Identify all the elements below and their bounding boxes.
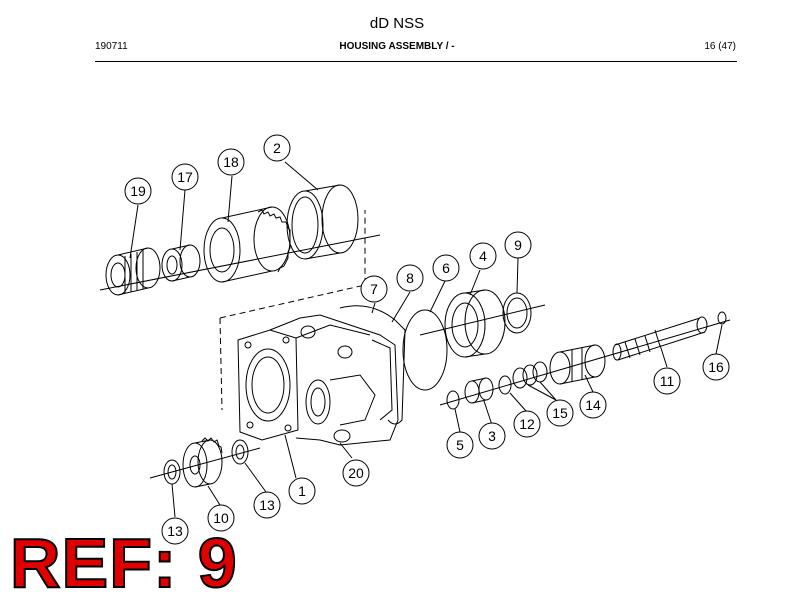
callout-label: 9 (514, 237, 522, 253)
small-ring-part (498, 375, 512, 395)
leader-lines (129, 161, 723, 518)
page-title: dD NSS (369, 15, 425, 32)
callout-label: 19 (130, 183, 146, 199)
callout-11 (653, 367, 681, 395)
section-title: HOUSING ASSEMBLY / - (339, 41, 455, 52)
housing-body-part (237, 314, 399, 446)
callout-label: 6 (442, 260, 450, 276)
o-ring-part (402, 309, 448, 391)
callout-label: 17 (177, 169, 193, 185)
washer-part (446, 390, 460, 410)
axis-line-top (99, 234, 381, 291)
callout-label: 13 (259, 497, 275, 513)
callout-2 (263, 134, 291, 162)
axis-line-right (419, 304, 546, 336)
callout-6 (432, 254, 460, 282)
callout-label: 15 (552, 405, 568, 421)
sleeve-part (549, 344, 606, 385)
callout-19 (124, 177, 152, 205)
callout-16 (702, 353, 730, 381)
callout-13b (253, 491, 281, 519)
callout-14 (579, 391, 607, 419)
callout-label: 10 (213, 510, 229, 526)
spacer-sleeve-part (161, 244, 201, 282)
ring-15c-part (532, 361, 548, 383)
callout-label: 3 (488, 428, 496, 444)
ref-label: REF: 9 (9, 524, 238, 602)
header-rule (95, 61, 737, 62)
callout-label: 5 (456, 437, 464, 453)
guide-line-left (219, 317, 223, 411)
pin-part (717, 311, 727, 325)
callout-1 (288, 477, 316, 505)
shaft-part (612, 316, 708, 361)
bearing-housing-part (444, 289, 506, 358)
callout-labels: 1 2 3 4 5 6 7 8 9 10 11 12 13 13 14 15 1… (130, 140, 724, 539)
page-number: 16 (47) (704, 41, 736, 52)
gasket-part (339, 305, 406, 425)
callout-9 (504, 231, 532, 259)
callout-12 (513, 410, 541, 438)
callout-8 (396, 264, 424, 292)
ring-part (286, 184, 359, 260)
callout-label: 14 (585, 397, 601, 413)
needle-bearing-part (105, 247, 161, 296)
callout-13a (161, 517, 189, 545)
callout-label: 8 (406, 270, 414, 286)
callout-label: 4 (479, 248, 487, 264)
ring-15b-part (522, 364, 538, 386)
callout-label: 7 (370, 281, 378, 297)
callout-18 (217, 148, 245, 176)
callout-5 (446, 431, 474, 459)
callout-4 (469, 242, 497, 270)
callout-circles (124, 134, 730, 545)
washer-13b-part (231, 439, 249, 465)
callout-15 (546, 399, 574, 427)
callout-label: 16 (708, 359, 724, 375)
callout-label: 13 (167, 523, 183, 539)
gear-part (182, 437, 223, 488)
callout-label: 1 (298, 483, 306, 499)
splined-coupling-part (203, 206, 291, 283)
callout-label: 2 (273, 140, 281, 156)
callout-label: 20 (348, 465, 364, 481)
callout-label: 18 (223, 154, 239, 170)
ring-15a-part (512, 367, 528, 389)
callout-label: 11 (660, 373, 675, 389)
callout-10 (207, 504, 235, 532)
callout-7 (360, 275, 388, 303)
callout-20 (342, 459, 370, 487)
seal-bushing-part (464, 377, 494, 404)
callout-3 (478, 422, 506, 450)
callout-label: 12 (519, 416, 535, 432)
callout-17 (171, 163, 199, 191)
doc-number: 190711 (95, 41, 128, 52)
